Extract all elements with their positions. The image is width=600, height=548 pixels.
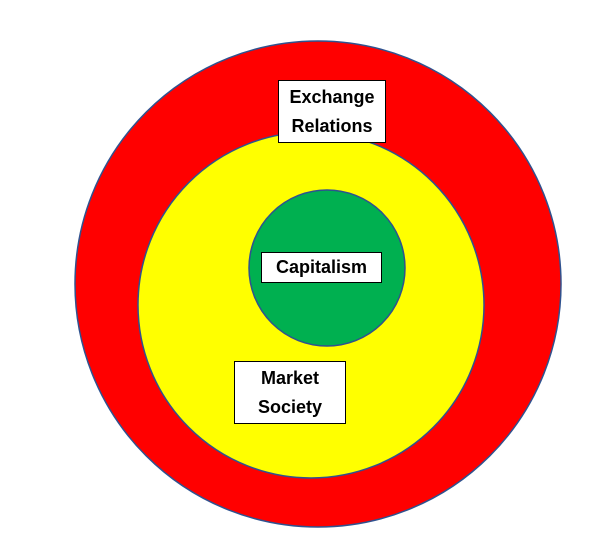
- market-society-label: Market Society: [234, 361, 346, 424]
- capitalism-label: Capitalism: [261, 252, 382, 283]
- exchange-relations-label: Exchange Relations: [278, 80, 386, 143]
